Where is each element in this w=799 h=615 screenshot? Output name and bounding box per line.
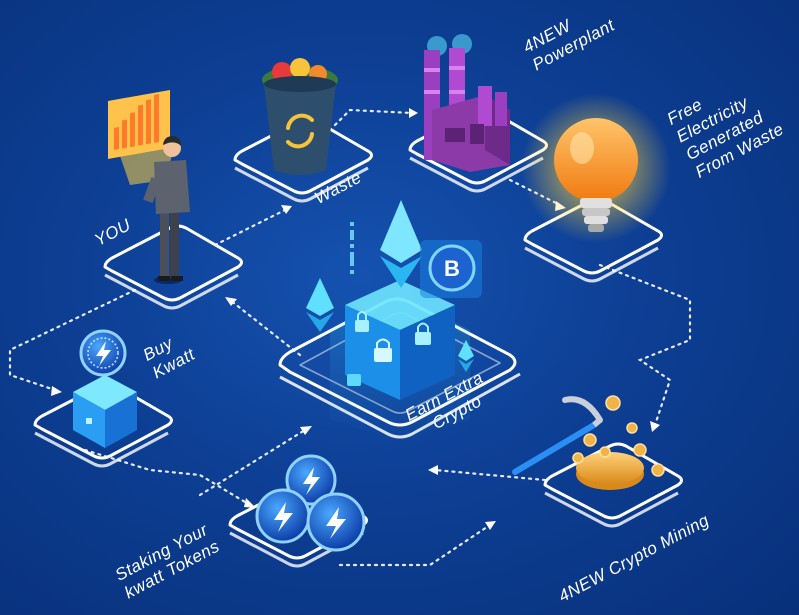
trash-bin-icon [264,84,336,175]
person-with-chart-illustration [108,90,190,284]
light-bulb-illustration [521,93,671,243]
ethereum-small-icon [306,278,334,332]
arrowhead-icon [428,465,438,475]
staking-coins-illustration [255,454,366,552]
kwatt-coin-icon [285,454,337,506]
kwatt-coin-icon [306,492,366,552]
arrowhead-icon [244,498,256,508]
ethereum-tiny-icon [458,340,474,372]
light-bulb-icon [554,118,638,232]
binary-data-icon [350,222,354,274]
connector-mining-to-center [433,468,547,482]
gold-coins-icon [572,395,665,477]
platform-electricity [523,197,663,283]
connector-center-to-you [228,298,302,357]
connector-buy-to-staking [83,448,252,507]
arrowhead-icon [409,108,418,118]
connector-bulb-to-mining [598,263,692,427]
recycle-icon [286,113,314,149]
platform-staking [228,482,368,568]
chart-screen-icon [108,90,170,159]
secure-server-icon [345,280,455,400]
arrowhead-icon [225,297,237,306]
arrowhead-icon [650,421,660,432]
arrowhead-icon [281,205,292,214]
kwatt-cube-icon [73,375,137,448]
crypto-mining-illustration [512,395,665,490]
arrowhead-icon [51,386,62,396]
flow-arrowheads [51,108,660,530]
factory-icon [424,48,510,172]
ethereum-icon [380,200,422,288]
connector-you-to-waste [213,208,287,247]
powerplant-factory-illustration [424,34,510,172]
bitcoin-symbol: B [444,256,460,281]
platform-waste [233,117,373,203]
connector-staking-to-mining [338,523,492,567]
buy-kwatt-illustration [73,329,137,448]
arrowhead-icon [300,426,312,435]
connector-waste-to-powerplant [333,108,414,127]
arrowhead-icon [485,521,496,530]
connector-you-to-buy [8,288,137,392]
platform-mining [543,442,683,528]
kwatt-coin-icon [255,488,311,544]
connector-staking-to-center [198,428,307,497]
earn-crypto-illustration: B [306,200,482,440]
kwatt-coin-icon [79,329,127,377]
bitcoin-badge-icon: B [420,240,482,298]
person-icon [143,136,190,281]
platform-you [103,224,243,310]
pickaxe-icon [512,396,603,475]
waste-bin-illustration [262,58,338,175]
platform-buy-kwatt [33,382,173,468]
